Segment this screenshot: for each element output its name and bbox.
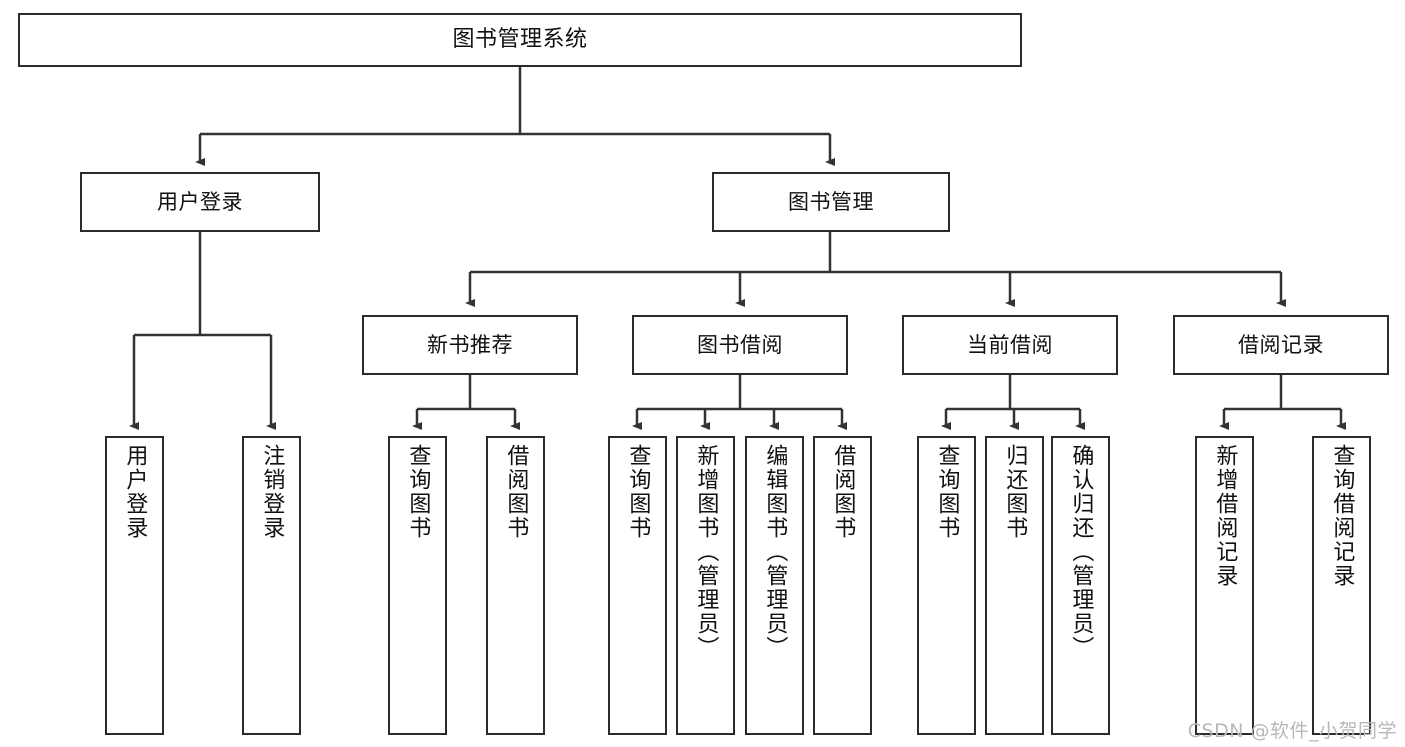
node-label: 借阅图书	[503, 444, 529, 540]
leaf-borrow-book-recommend[interactable]: 借阅图书	[486, 436, 545, 735]
node-label: 借阅图书	[830, 444, 856, 540]
leaf-add-book-admin[interactable]: 新增图书（管理员）	[676, 436, 735, 735]
node-label: 新书推荐	[427, 332, 513, 357]
leaf-confirm-return-admin[interactable]: 确认归还（管理员）	[1051, 436, 1110, 735]
leaf-borrow-book[interactable]: 借阅图书	[813, 436, 872, 735]
node-label: 图书借阅	[697, 332, 783, 357]
leaf-query-book-recommend[interactable]: 查询图书	[388, 436, 447, 735]
node-label: 归还图书	[1002, 444, 1028, 540]
node-user-login[interactable]: 用户登录	[80, 172, 320, 232]
node-label: 图书管理系统	[452, 27, 588, 53]
node-label: 新增借阅记录	[1212, 444, 1238, 588]
leaf-logout-login[interactable]: 注销登录	[242, 436, 301, 735]
leaf-return-book[interactable]: 归还图书	[985, 436, 1044, 735]
node-label: 查询图书	[934, 444, 960, 540]
node-label: 当前借阅	[967, 332, 1053, 357]
node-label: 查询图书	[625, 444, 651, 540]
node-label: 编辑图书（管理员）	[762, 444, 788, 660]
node-label: 用户登录	[157, 189, 243, 214]
node-label: 查询借阅记录	[1329, 444, 1355, 588]
node-root-library-system[interactable]: 图书管理系统	[18, 13, 1022, 67]
node-new-book-recommend[interactable]: 新书推荐	[362, 315, 578, 375]
leaf-query-borrow-record[interactable]: 查询借阅记录	[1312, 436, 1371, 735]
leaf-user-login[interactable]: 用户登录	[105, 436, 164, 735]
node-label: 新增图书（管理员）	[693, 444, 719, 660]
leaf-edit-book-admin[interactable]: 编辑图书（管理员）	[745, 436, 804, 735]
node-label: 确认归还（管理员）	[1068, 444, 1094, 660]
node-borrow-record[interactable]: 借阅记录	[1173, 315, 1389, 375]
node-book-borrow[interactable]: 图书借阅	[632, 315, 848, 375]
node-label: 注销登录	[259, 444, 285, 540]
node-label: 借阅记录	[1238, 332, 1324, 357]
leaf-query-book-borrow[interactable]: 查询图书	[608, 436, 667, 735]
leaf-query-book-current[interactable]: 查询图书	[917, 436, 976, 735]
node-label: 查询图书	[405, 444, 431, 540]
watermark: CSDN @软件_小贺同学	[1187, 720, 1397, 742]
leaf-add-borrow-record[interactable]: 新增借阅记录	[1195, 436, 1254, 735]
node-book-management[interactable]: 图书管理	[712, 172, 950, 232]
node-label: 用户登录	[122, 444, 148, 540]
node-current-borrow[interactable]: 当前借阅	[902, 315, 1118, 375]
node-label: 图书管理	[788, 189, 874, 214]
